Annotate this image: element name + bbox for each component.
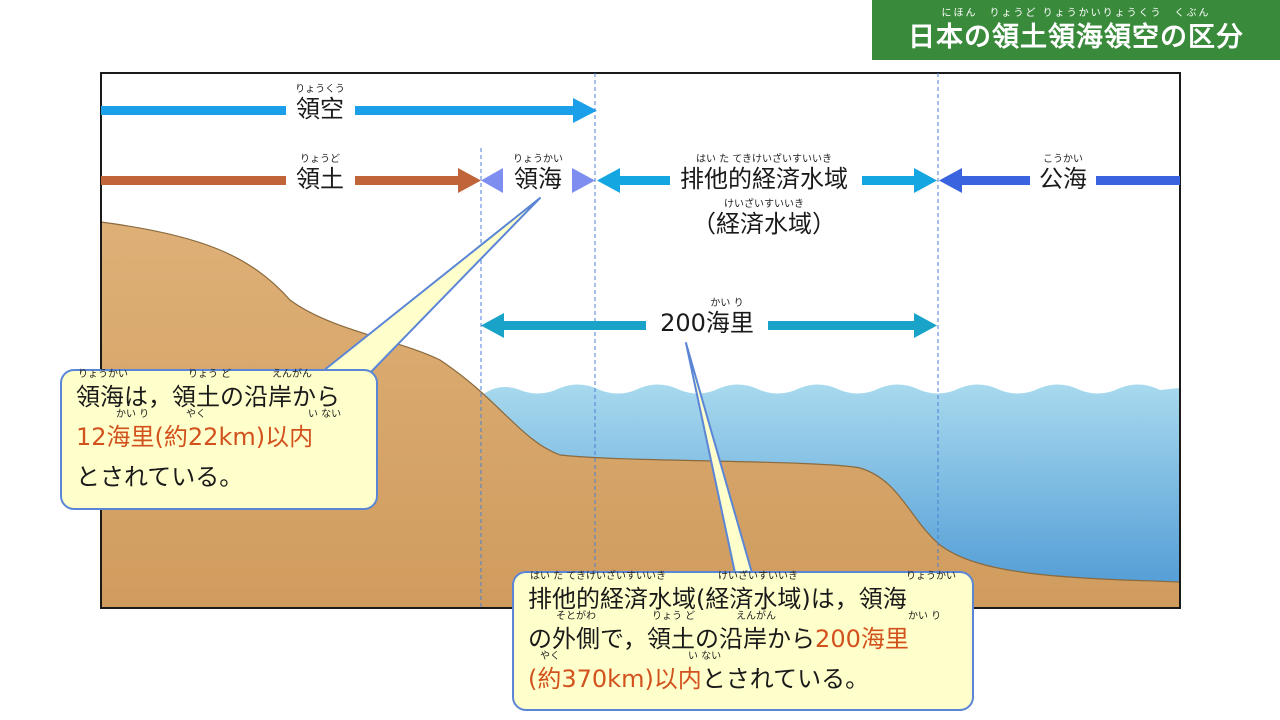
high-seas-text: 公海: [1039, 165, 1087, 193]
high-seas-ruby: こうかい: [1043, 154, 1083, 165]
callout-eez-line3: やく い ない (約370km)以内とされている。: [528, 651, 958, 699]
title-ruby: にほん りょうど りょうかいりょうくう くぶん: [941, 8, 1211, 19]
territory-arrow-right: [355, 176, 460, 185]
airspace-arrowhead: [573, 98, 597, 123]
territory-arrow-left: [101, 176, 286, 185]
callout-sea-line3: とされている。: [76, 457, 362, 497]
callout-eez-line1: はい た てきけいざいすいいき けいざいすいいき りょうかい 排他的経済水域(経…: [528, 571, 958, 619]
callout-sea-line1-ruby3: えんがん: [272, 369, 312, 380]
distance-arrow-left: [502, 321, 646, 330]
callout-sea-line2-ruby3: い ない: [308, 409, 342, 420]
callout-eez-line3-ruby1: やく: [540, 651, 560, 662]
callout-sea-line2-ruby1: かい り: [116, 409, 150, 420]
callout-eez-line1-ruby3: りょうかい: [906, 571, 956, 582]
territorial-sea-text: 領海: [514, 165, 562, 193]
callout-sea-line1-ruby2: りょう ど: [188, 369, 232, 380]
callout-eez-line2-ruby1: そとがわ: [556, 611, 596, 622]
page-title: にほん りょうど りょうかいりょうくう くぶん 日本の領土領海領空の区分: [872, 0, 1280, 60]
distance-arrowhead-left: [481, 313, 504, 338]
territorial-sea-ruby: りょうかい: [513, 154, 563, 165]
land-area: [100, 221, 1181, 609]
high-seas-arrow-left: [960, 176, 1030, 185]
callout-eez-line1-ruby1: はい た てきけいざいすいいき: [530, 571, 667, 582]
eez-arrow-right: [862, 176, 916, 185]
callout-eez-line2-ruby3: えんがん: [736, 611, 776, 622]
airspace-label: りょうくう 領空: [284, 84, 356, 123]
territorial-sea-label: りょうかい 領海: [503, 154, 573, 193]
callout-eez-line3-highlight: (約370km)以内: [528, 665, 702, 693]
airspace-arrow-left: [101, 106, 286, 115]
callout-eez-line1-text: 排他的経済水域(経済水域)は，領海: [528, 585, 907, 613]
callout-sea-line1-text: 領海は，領土の沿岸から: [76, 383, 340, 411]
territory-text: 領土: [296, 165, 344, 193]
eez-arrow-left: [618, 176, 670, 185]
eez-short-text: （経済水域）: [692, 210, 836, 238]
eez-arrowhead-right: [914, 168, 937, 193]
territorial-sea-arrowhead-right: [572, 168, 595, 193]
callout-sea-line1-ruby1: りょうかい: [78, 369, 128, 380]
eez-short-ruby: けいざいすいいき: [724, 199, 804, 210]
callout-sea-line2: かい り やく い ない 12海里(約22km)以内: [76, 409, 362, 457]
airspace-ruby: りょうくう: [295, 84, 345, 95]
callout-sea-line1: りょうかい りょう ど えんがん 領海は，領土の沿岸から: [76, 369, 362, 417]
callout-eez-line2-ruby4: かい り: [908, 611, 942, 622]
callout-sea-line3-text: とされている。: [76, 463, 244, 491]
callout-sea-line2-ruby2: やく: [186, 409, 206, 420]
callout-sea-pointer: [317, 197, 541, 376]
territory-arrowhead: [458, 168, 481, 193]
eez-ruby: はい た てきけいざいすいいき: [695, 154, 833, 165]
eez-label: はい た てきけいざいすいいき 排他的経済水域: [664, 154, 864, 193]
callout-eez: はい た てきけいざいすいいき けいざいすいいき りょうかい 排他的経済水域(経…: [512, 571, 974, 711]
distance-label: かい り 200海里: [644, 298, 770, 337]
distance-ruby: かい り: [710, 298, 744, 309]
callout-eez-line2-text: の外側で，領土の沿岸から: [528, 625, 816, 653]
eez-arrowhead-left: [597, 168, 620, 193]
airspace-text: 領空: [296, 95, 344, 123]
airspace-arrow-right: [355, 106, 573, 115]
distance-text: 200海里: [660, 309, 754, 337]
distance-arrowhead-right: [914, 313, 937, 338]
eez-text: 排他的経済水域: [680, 165, 848, 193]
eez-short-label: けいざいすいいき （経済水域）: [684, 199, 844, 238]
callout-territorial-sea: りょうかい りょう ど えんがん 領海は，領土の沿岸から かい り やく い な…: [60, 369, 378, 510]
title-text: 日本の領土領海領空の区分: [908, 22, 1244, 53]
callout-eez-line2-highlight: 200海里: [815, 625, 909, 653]
callout-eez-line2-ruby2: りょう ど: [652, 611, 696, 622]
high-seas-label: こうかい 公海: [1028, 154, 1098, 193]
high-seas-arrowhead: [939, 168, 962, 193]
territory-label: りょうど 領土: [284, 154, 356, 193]
territorial-sea-arrowhead-left: [481, 168, 503, 193]
callout-eez-line3-text: とされている。: [701, 665, 870, 693]
callout-sea-line2-text: 12海里(約22km)以内: [76, 423, 314, 451]
distance-arrow-right: [768, 321, 916, 330]
callout-eez-line2: そとがわ りょう ど えんがん かい り の外側で，領土の沿岸から200海里: [528, 611, 958, 659]
callout-eez-line3-ruby2: い ない: [688, 651, 722, 662]
territory-ruby: りょうど: [300, 154, 340, 165]
callout-eez-line1-ruby2: けいざいすいいき: [718, 571, 798, 582]
high-seas-arrow-right: [1096, 176, 1180, 185]
